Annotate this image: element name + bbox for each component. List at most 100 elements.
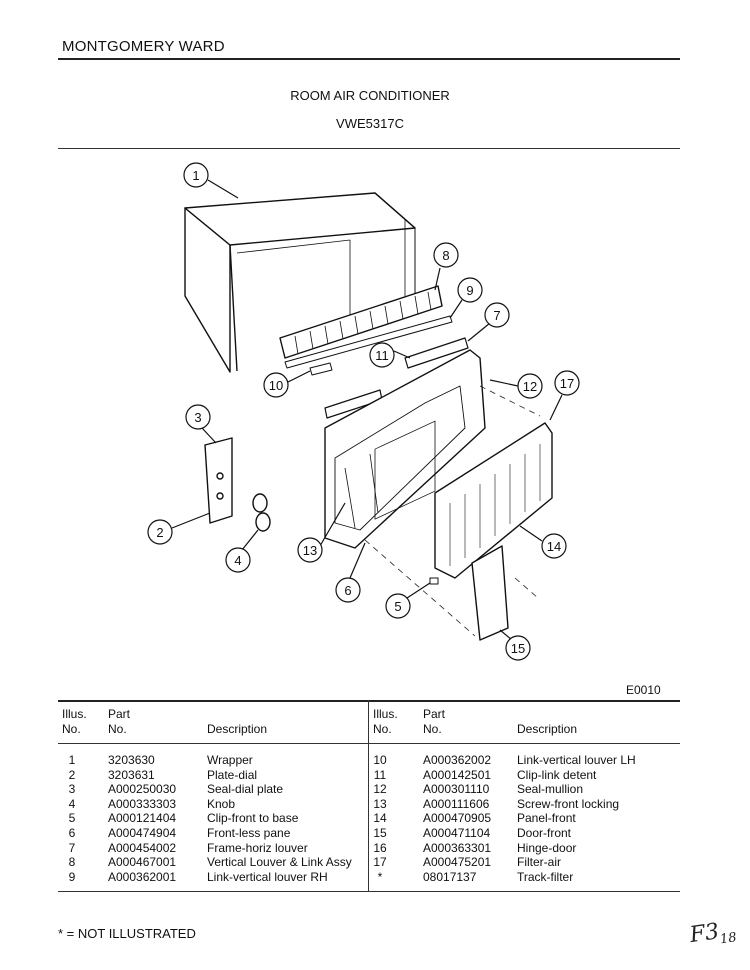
table-right-description-cell: Hinge-door — [517, 840, 577, 855]
table-left-description-cell: Frame-horiz louver — [207, 840, 308, 855]
table-left-part-no-cell: A000250030 — [108, 782, 177, 797]
table-right-illus-no-cell: 14 — [373, 811, 387, 826]
table-left-part-no-cell: A000121404 — [108, 811, 177, 826]
callout-15: 15 — [499, 629, 531, 661]
header-text: Part — [423, 707, 446, 721]
clip-part — [429, 577, 439, 585]
callout-text: 9 — [466, 283, 473, 298]
table-right-illus-no-cell: 11 — [373, 767, 387, 782]
table-left-description-cell: Front-less pane — [207, 826, 291, 840]
dial-plate-part — [204, 437, 233, 524]
table-right-description-cell: Door-front — [517, 826, 572, 840]
table-right-illus-no-cell: 10 — [373, 753, 387, 767]
exploded-parts-diagram: 1 2 3 4 5 6 7 8 9 10 11 12 13 14 15 17 — [147, 162, 580, 661]
table-left-description-cell: Link-vertical louver RH — [207, 869, 328, 884]
table-right-description-cell: Track-filter — [517, 869, 574, 884]
header-part-left: Part No. — [108, 707, 130, 737]
callout-6: 6 — [335, 542, 366, 603]
callout-text: 12 — [523, 379, 537, 394]
table-top-rule — [58, 700, 680, 702]
wrapper-part — [184, 192, 416, 373]
table-left-part-no-cell: A000362001 — [108, 869, 177, 884]
diagram-code: E0010 — [626, 683, 661, 697]
callout-12: 12 — [489, 373, 543, 399]
table-left-part-no-cell: A000454002 — [108, 840, 177, 855]
callout-text: 2 — [156, 525, 163, 540]
table-left-description-cell: Seal-dial plate — [207, 782, 284, 797]
callout-text: 14 — [547, 539, 561, 554]
table-right-illus-no-cell: 13 — [373, 796, 387, 811]
table-header-rule — [58, 743, 680, 744]
table-bottom-rule — [58, 891, 680, 892]
table-right-description-cell: Screw-front locking — [517, 796, 620, 811]
table-left-description-cell: Knob — [207, 796, 236, 811]
table-right-description-cell: Seal-mullion — [517, 782, 584, 797]
callout-text: 1 — [192, 168, 199, 183]
document-title: ROOM AIR CONDITIONER — [290, 88, 450, 103]
callout-2: 2 — [147, 512, 211, 545]
callout-9: 9 — [449, 277, 483, 319]
table-right-part-no-cell: 08017137 — [423, 869, 477, 884]
link-rh-part — [284, 315, 453, 369]
header-text: No. — [423, 722, 442, 736]
table-left-description-cell: Wrapper — [207, 753, 253, 767]
top-rule — [58, 58, 680, 60]
table-column-divider — [368, 700, 369, 892]
callout-text: 6 — [344, 583, 351, 598]
header-text: No. — [373, 722, 392, 736]
door-front-part — [471, 545, 509, 641]
callout-text: 10 — [269, 378, 283, 393]
table-right-part-no-cell: A000475201 — [423, 855, 492, 870]
header-text: Part — [108, 707, 131, 721]
callout-text: 13 — [303, 543, 317, 558]
callout-text: 3 — [194, 410, 201, 425]
handwritten-main: F3 — [688, 919, 721, 949]
header-text: No. — [62, 722, 81, 736]
table-right-illus-no-cell: 17 — [373, 855, 387, 870]
callout-17: 17 — [549, 370, 580, 421]
table-right-part-no-cell: A000301110 — [423, 782, 490, 797]
model-number: VWE5317C — [336, 116, 404, 131]
front-pane-part — [324, 349, 486, 549]
callout-text: 11 — [375, 348, 389, 363]
table-left-description-cell: Vertical Louver & Link Assy — [207, 855, 352, 870]
callout-4: 4 — [225, 529, 259, 573]
table-left-illus-no-cell: 2 — [68, 767, 76, 782]
callout-1: 1 — [183, 162, 239, 199]
callout-3: 3 — [185, 404, 217, 444]
header-illus-right: Illus. No. — [373, 707, 398, 737]
header-text: No. — [108, 722, 127, 736]
callout-text: 17 — [560, 376, 574, 391]
callout-14: 14 — [519, 525, 567, 559]
table-right-description-cell: Panel-front — [517, 811, 576, 826]
louver-assembly-part — [279, 285, 443, 359]
handwritten-annotation: F318 — [688, 917, 737, 951]
table-left-illus-no-cell: 1 — [68, 753, 76, 767]
callout-11: 11 — [369, 342, 411, 368]
table-left-illus-no-cell: 3 — [68, 782, 76, 797]
table-left-part-no-cell: 3203631 — [108, 767, 155, 782]
callout-text: 8 — [442, 248, 449, 263]
table-left-illus-no-cell: 7 — [68, 840, 76, 855]
table-left-illus-no-cell: 8 — [68, 855, 76, 870]
table-left-part-no-cell: A000333303 — [108, 796, 177, 811]
table-right-description-cell: Filter-air — [517, 855, 561, 870]
table-right-illus-no-cell: 16 — [373, 840, 387, 855]
header-text: Illus. — [62, 707, 87, 721]
knob-part — [252, 493, 271, 532]
table-left-part-no-cell: A000474904 — [108, 826, 177, 840]
callout-text: 5 — [394, 599, 401, 614]
table-right-description-cell: Link-vertical louver LH — [517, 753, 636, 767]
callout-8: 8 — [433, 242, 459, 291]
table-right-illus-no-cell: * — [377, 869, 383, 884]
table-left-illus-no-cell: 9 — [68, 869, 76, 884]
table-left-illus-no-cell: 6 — [68, 826, 76, 840]
table-left-illus-no-cell: 5 — [68, 811, 76, 826]
callout-text: 4 — [234, 553, 241, 568]
title-separator — [58, 148, 680, 149]
table-left-part-no-cell: A000467001 — [108, 855, 177, 870]
header-desc-left: Description — [207, 722, 268, 736]
brand-name: MONTGOMERY WARD — [62, 38, 225, 55]
callout-5: 5 — [385, 582, 431, 619]
callout-text: 7 — [493, 308, 500, 323]
